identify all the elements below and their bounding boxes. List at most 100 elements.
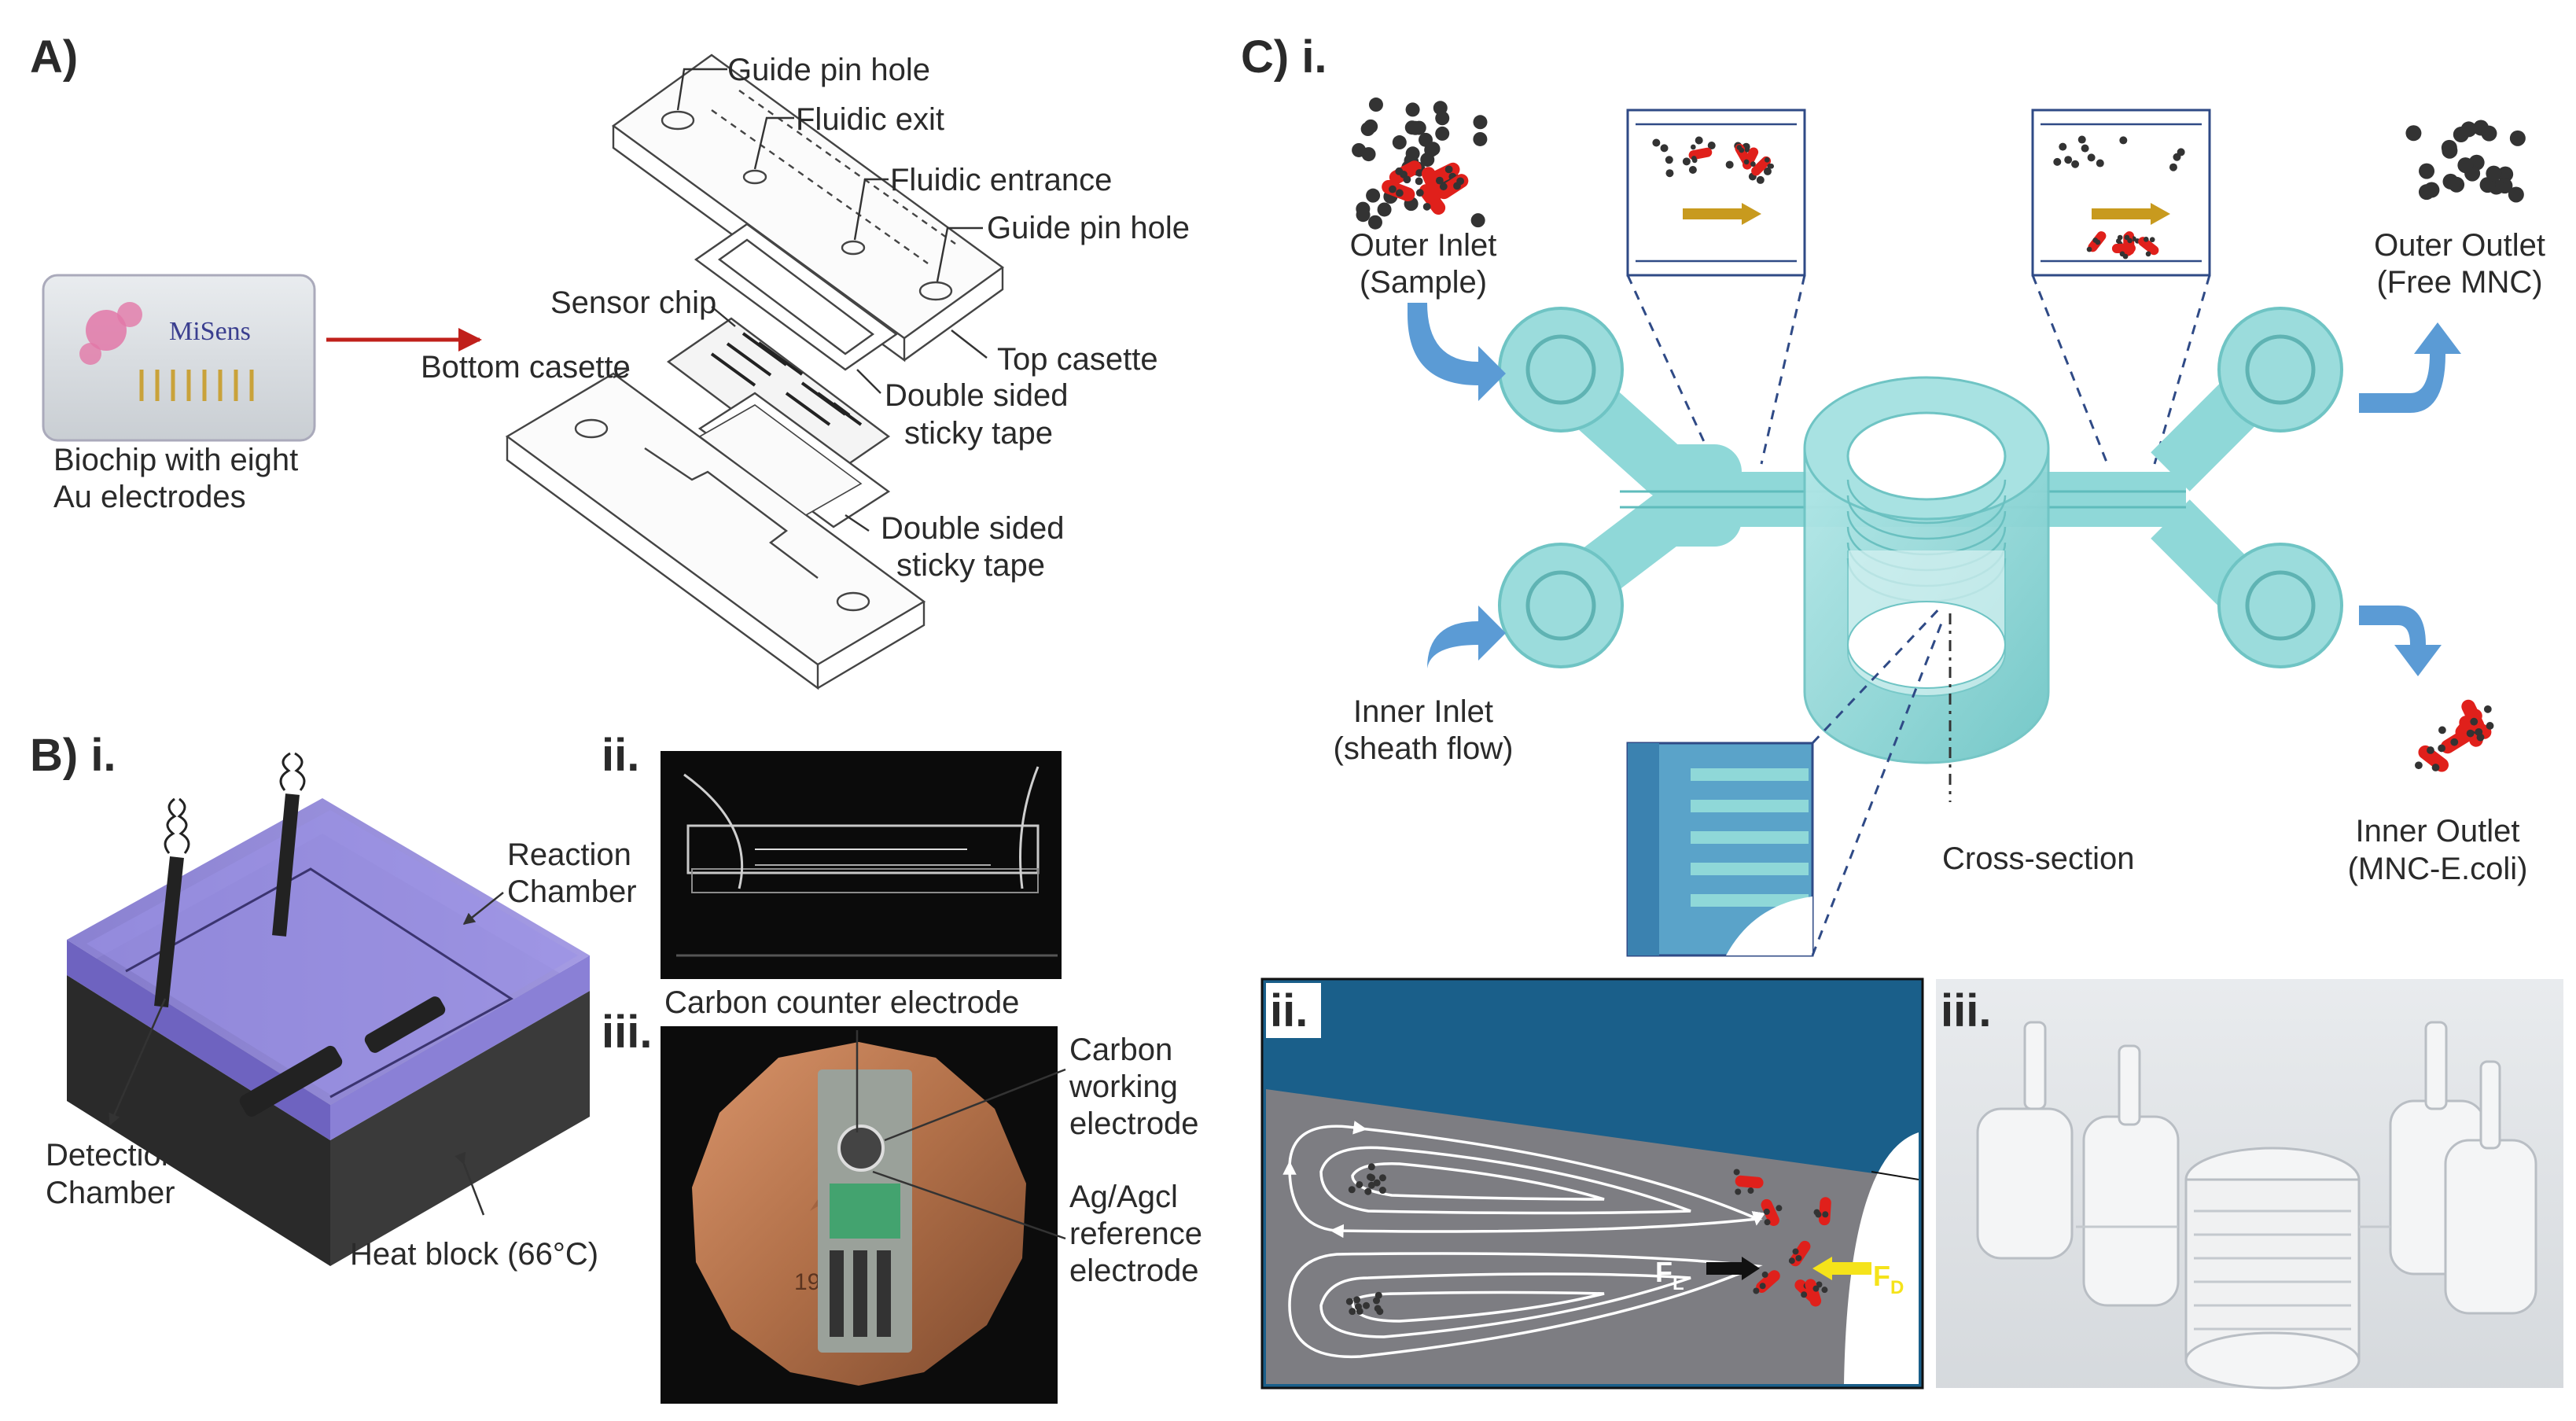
biochip-label-line2: Au electrodes: [53, 480, 246, 514]
zoom-inset-left: [1626, 109, 1806, 277]
inner-outlet-port: [2217, 543, 2343, 668]
particle: [1345, 1298, 1353, 1305]
panel-a-label: A): [30, 31, 78, 83]
zoom-lines-left: [1626, 274, 1806, 465]
panel-b-label: B) i.: [30, 730, 116, 781]
biochip-electrodes: [139, 370, 254, 401]
particles-outer-inlet: [1352, 98, 1488, 230]
particle: [1695, 136, 1703, 145]
bound-particle: [1753, 1287, 1760, 1294]
b-ii-photo: [661, 751, 1062, 979]
particle: [2071, 160, 2080, 168]
particle: [2419, 163, 2435, 179]
particle: [2423, 182, 2440, 198]
leader-sensor-chip: [711, 306, 736, 327]
callout-detection-chamber-line2: Chamber: [46, 1176, 175, 1210]
particle: [1420, 152, 1435, 167]
particle: [2081, 144, 2089, 153]
bound-particle: [2143, 237, 2149, 242]
bound-particle: [1759, 1283, 1766, 1290]
leader-bottom-casette: [613, 368, 630, 379]
callout-fluidic-entrance: Fluidic entrance: [890, 163, 1112, 197]
bound-particle: [1812, 1285, 1820, 1292]
bacterium: [2111, 243, 2136, 254]
callout-cross-section: Cross-section: [1942, 841, 2135, 876]
particle: [2053, 157, 2062, 166]
particle: [1707, 142, 1716, 150]
bound-particle: [1743, 159, 1750, 165]
bound-particle: [1735, 1188, 1742, 1195]
particle: [1374, 1305, 1382, 1312]
bound-particle: [2486, 722, 2494, 730]
callout-carbon-counter: Carbon counter electrode: [664, 985, 1019, 1020]
particle: [2508, 186, 2524, 203]
particle: [1348, 1186, 1356, 1194]
leader-reaction-chamber: [462, 892, 504, 925]
outer-outlet-port: [2217, 307, 2343, 433]
particle: [1355, 1303, 1363, 1311]
callout-reaction-chamber-line1: Reaction: [507, 838, 631, 872]
callout-fluidic-exit: Fluidic exit: [796, 102, 944, 137]
working-electrode-disc: [837, 1125, 885, 1172]
callout-bottom-casette: Bottom casette: [421, 350, 631, 385]
particle: [1363, 119, 1378, 134]
leader-reference-electrode: [872, 1170, 1066, 1240]
bound-particle: [1761, 1271, 1768, 1278]
cross-section-inset: [1626, 742, 1814, 957]
particle: [1368, 98, 1383, 112]
callout-outer-outlet-line2: (Free MNC): [2376, 265, 2542, 300]
callout-outer-inlet-line1: Outer Inlet: [1350, 228, 1497, 263]
particle: [2405, 125, 2422, 142]
bound-particle: [1435, 176, 1444, 185]
bound-particle: [1691, 157, 1698, 164]
bacterium: [1419, 184, 1446, 215]
detection-chamber-shape: [239, 1045, 343, 1117]
leader-detection-chamber: [109, 998, 167, 1126]
particle: [1660, 144, 1669, 153]
particle: [1473, 131, 1488, 146]
arrow-inner-inlet: [1408, 606, 1506, 668]
bacterium: [1819, 1197, 1831, 1226]
callout-outer-inlet-line2: (Sample): [1360, 265, 1487, 300]
bound-particle: [1801, 1291, 1808, 1298]
bound-particle: [1764, 1219, 1771, 1226]
bound-particle: [1763, 1208, 1770, 1215]
particles-inner-outlet: [2415, 699, 2494, 772]
particle: [1356, 1180, 1363, 1188]
particle: [1363, 1301, 1371, 1309]
callout-carbon-working-line3: electrode: [1069, 1106, 1199, 1141]
particle: [1470, 213, 1485, 228]
bound-particle: [1690, 144, 1696, 150]
leader-tape-2: [845, 514, 870, 532]
biochip-logo: MiSens: [169, 317, 251, 346]
outer-inlet-port: [1498, 307, 1624, 433]
bound-particle: [2431, 764, 2440, 771]
bound-particle: [2427, 746, 2434, 754]
particle: [1378, 1187, 1386, 1195]
callout-tape-1-line1: Double sided: [885, 378, 1069, 413]
callout-tape-2-line1: Double sided: [881, 511, 1065, 546]
bound-particle: [1795, 1254, 1802, 1261]
drag-force-label: FD: [1873, 1260, 1904, 1298]
leader-working-electrode: [884, 1068, 1066, 1142]
bound-particle: [2483, 705, 2492, 713]
particle: [1378, 1174, 1386, 1182]
callout-guide-pin-hole-2: Guide pin hole: [987, 211, 1190, 245]
reaction-chamber-shape: [364, 996, 446, 1053]
leader-guide-pin-2: [936, 226, 983, 282]
particle: [1756, 175, 1765, 184]
lift-force-label: FL: [1655, 1256, 1684, 1294]
biochip-label-line1: Biochip with eight: [53, 443, 298, 477]
particle: [2481, 125, 2497, 142]
bound-particle: [1739, 147, 1745, 153]
arrow-inner-outlet: [2359, 606, 2442, 676]
particle: [2087, 153, 2096, 162]
bound-particle: [1750, 161, 1756, 167]
bound-particle: [1444, 165, 1453, 174]
bound-particle: [1389, 185, 1397, 193]
panel-c-label: C) i.: [1241, 31, 1327, 83]
particle: [1688, 165, 1697, 174]
bound-particle: [2470, 717, 2478, 726]
bound-particle: [1733, 1169, 1740, 1176]
